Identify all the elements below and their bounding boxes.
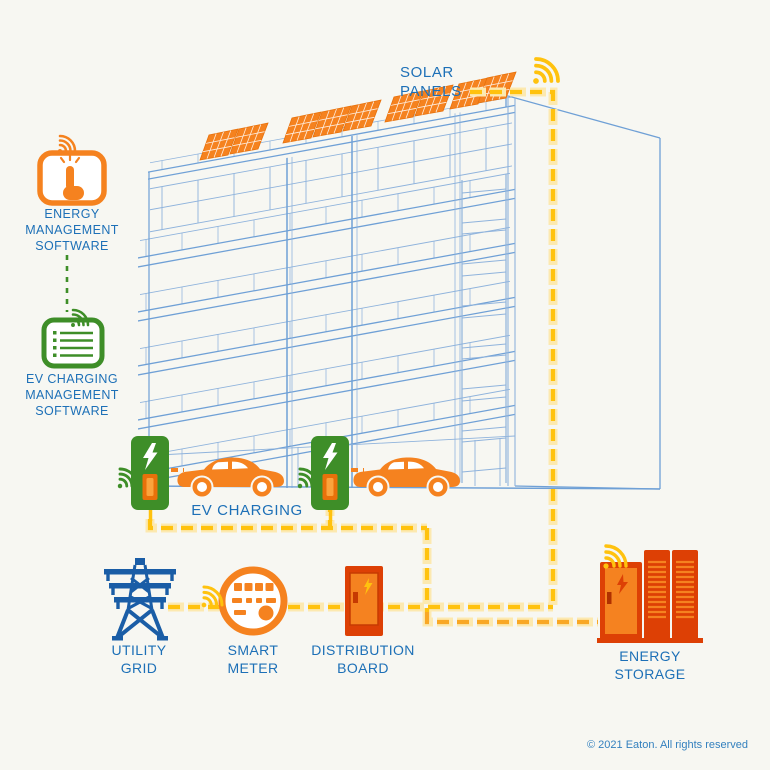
ev-charging-management-software-label: EV CHARGING MANAGEMENT SOFTWARE (25, 372, 119, 418)
checklist-tablet-icon (41, 317, 105, 369)
utility-grid-label: UTILITY GRID (111, 642, 167, 676)
electrical-cabinet-icon (345, 566, 383, 636)
tablet-touch-icon (37, 150, 107, 206)
solar-panels-label: SOLAR PANELS (400, 64, 462, 100)
distribution-board-label: DISTRIBUTION BOARD (311, 642, 415, 676)
battery-cabinet-bank-icon (597, 550, 703, 643)
smart-meter-label: SMART METER (227, 642, 279, 676)
energy-storage-label: ENERGY STORAGE (614, 648, 686, 682)
wifi-signal-icon (531, 57, 560, 86)
energy-flow-lines (145, 87, 598, 627)
ev-charging-label: EV CHARGING (191, 502, 303, 519)
apartment-building-wireframe (137, 95, 661, 490)
copyright-text: © 2021 Eaton. All rights reserved (587, 739, 748, 751)
electric-car-icon (352, 456, 461, 499)
solar-to-bus-line (470, 89, 556, 608)
ev-charging-station-icon (131, 436, 169, 510)
ev-charging-station-icon (311, 436, 349, 510)
transmission-tower-icon (104, 558, 176, 641)
round-meter-icon (218, 566, 288, 636)
storage-line (424, 612, 598, 625)
energy-management-software-label: ENERGY MANAGEMENT SOFTWARE (25, 207, 119, 253)
